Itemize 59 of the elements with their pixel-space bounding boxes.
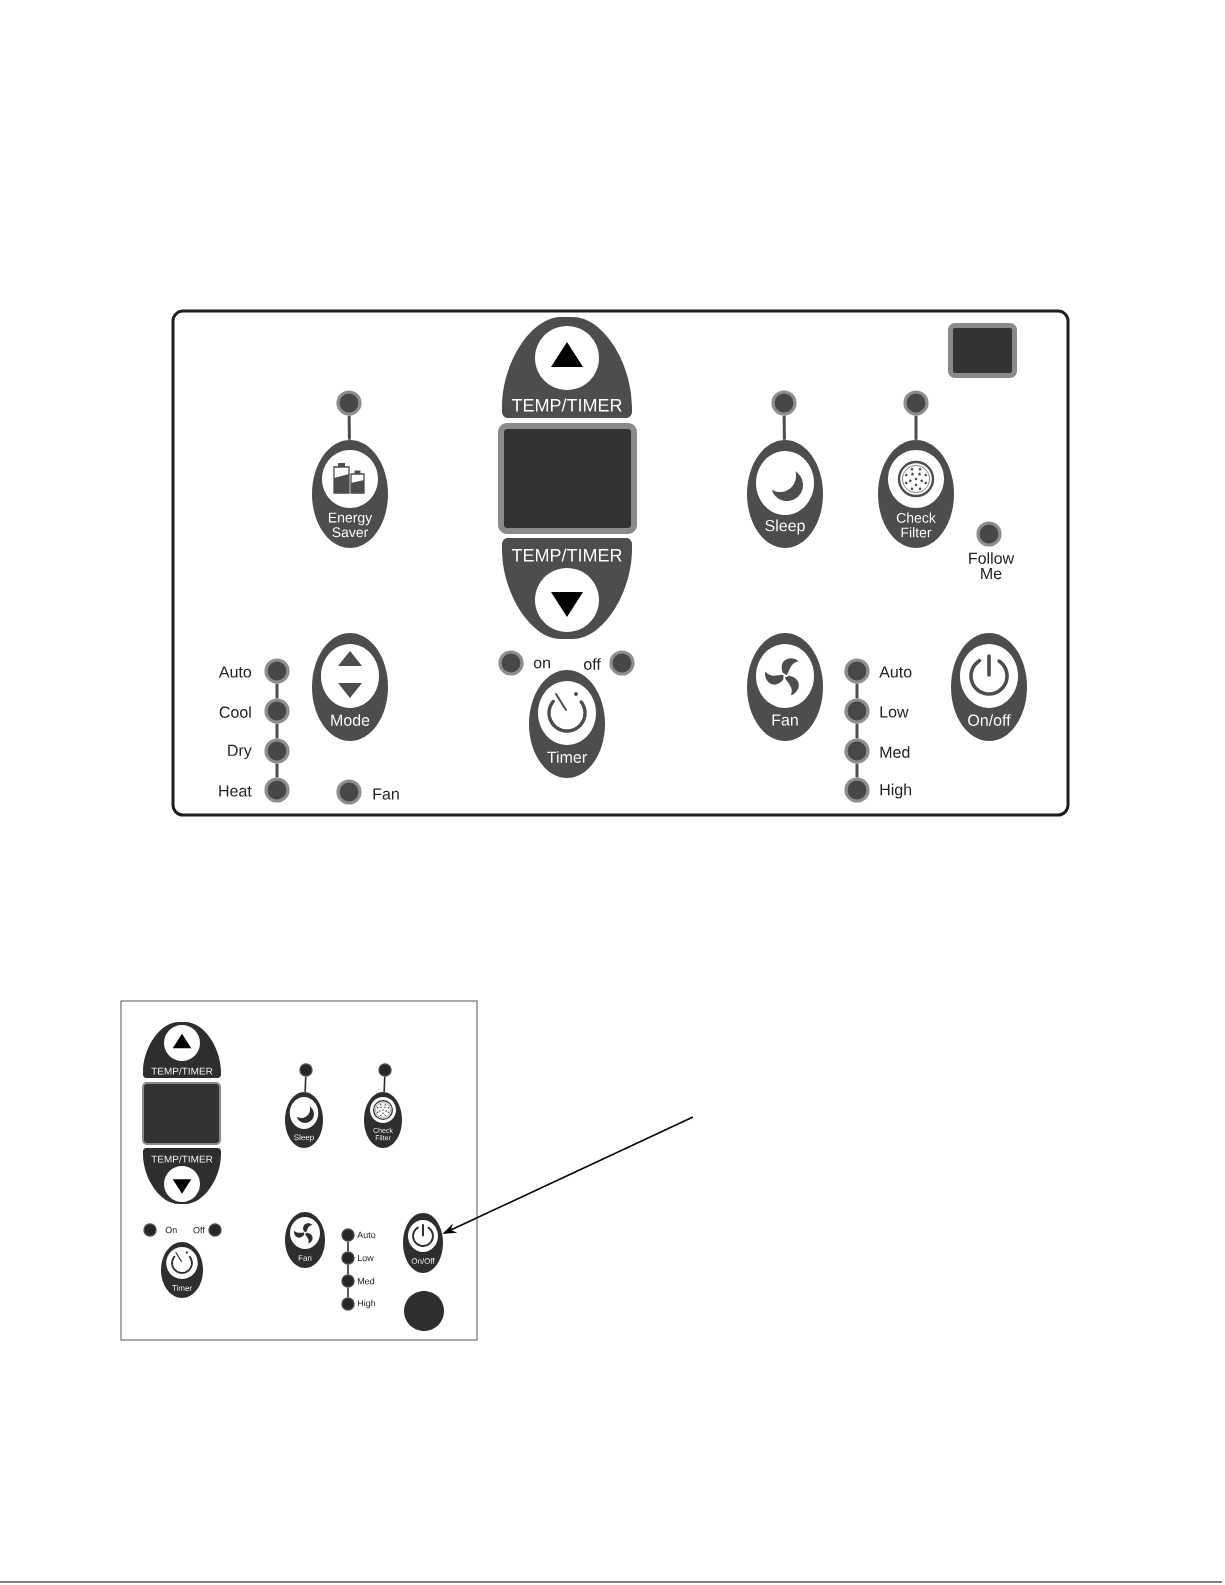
indicator-label: Med <box>880 746 910 758</box>
button: Fan <box>285 1212 325 1268</box>
indicator-label: on <box>533 659 550 669</box>
indicator-label: off <box>584 658 601 670</box>
indicator-label: Cool <box>219 706 251 718</box>
arrow-button: TEMP/TIMER <box>502 317 632 419</box>
button: Timer <box>161 1242 203 1298</box>
button: On/Off <box>403 1213 443 1273</box>
connector-line <box>347 1286 349 1299</box>
indicator-label: On <box>165 1226 177 1234</box>
connector-line <box>855 723 859 739</box>
indicator-label: Dry <box>228 744 252 760</box>
button: Fan <box>747 633 823 741</box>
indicator-light <box>771 390 797 416</box>
button: Energy Saver <box>312 440 388 548</box>
connector-line <box>304 1075 307 1093</box>
arrow-button: TEMP/TIMER <box>502 537 632 639</box>
button: Sleep <box>285 1092 323 1148</box>
indicator-label: Fan <box>373 788 399 800</box>
indicator-label: Auto <box>357 1231 376 1239</box>
control-panel <box>171 309 1070 817</box>
indicator-label: Heat <box>219 785 252 797</box>
connector-line <box>347 1263 349 1276</box>
indicator-light <box>903 390 929 416</box>
arrow-button: TEMP/TIMER <box>143 1147 221 1204</box>
button: Timer <box>529 670 605 778</box>
round-button <box>404 1291 444 1331</box>
indicator-label: High <box>357 1299 376 1309</box>
control-panel <box>120 1000 478 1341</box>
connector-line <box>275 763 279 778</box>
connector-line <box>855 763 859 778</box>
connector-line <box>347 1240 349 1253</box>
button: Check Filter <box>878 440 954 548</box>
indicator-label: Follow Me <box>969 552 1015 580</box>
indicator-light <box>378 1063 392 1077</box>
button: On/off <box>951 633 1027 741</box>
connector-line <box>275 723 279 739</box>
indicator-label: High <box>880 783 912 799</box>
indicator-light <box>498 650 524 676</box>
indicator-light <box>208 1223 222 1237</box>
button: Mode <box>312 633 388 741</box>
connector-line <box>275 683 279 699</box>
indicator-label: Low <box>880 706 909 718</box>
connector-line <box>855 683 859 699</box>
connector-line <box>347 415 351 440</box>
indicator-label: Off <box>193 1226 205 1234</box>
indicator-label: Med <box>357 1277 375 1285</box>
indicator-label: Low <box>357 1254 374 1262</box>
indicator-light <box>336 390 362 416</box>
button: Sleep <box>747 440 823 548</box>
connector-line <box>782 415 786 440</box>
arrow-button: TEMP/TIMER <box>143 1022 221 1079</box>
connector-line <box>914 415 918 440</box>
indicator-label: Auto <box>879 666 912 678</box>
indicator-light <box>609 650 635 676</box>
indicator-light <box>143 1223 157 1237</box>
indicator-light <box>299 1063 313 1077</box>
indicator-label: Auto <box>218 666 252 678</box>
connector-line <box>383 1075 386 1093</box>
